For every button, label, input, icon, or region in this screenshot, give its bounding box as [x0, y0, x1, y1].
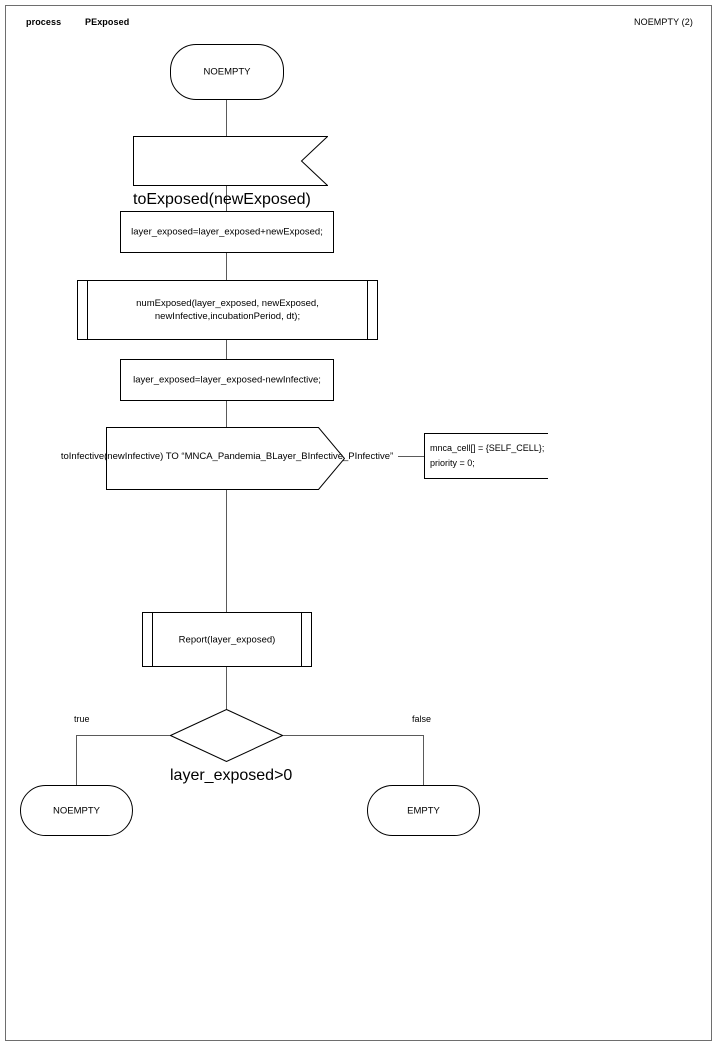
subroutine-num-exposed[interactable]: numExposed(layer_exposed, newExposed, ne…: [77, 280, 378, 340]
connector-decision-false-horizontal: [283, 735, 424, 736]
process-assign-add-label: layer_exposed=layer_exposed+newExposed;: [131, 226, 323, 238]
connector-send-to-annotation: [398, 456, 424, 457]
end-state-empty-label: EMPTY: [407, 805, 440, 816]
annotation-line-1: mnca_cell[] = {SELF_CELL};: [430, 443, 545, 453]
send-signal-toinfective[interactable]: [106, 427, 346, 490]
subroutine-report-label: Report(layer_exposed): [178, 634, 276, 645]
annotation-bracket-shape: [424, 433, 548, 479]
subroutine-bar-right: [367, 281, 368, 339]
send-signal-label: toInfective(newInfective) TO “MNCA_Pande…: [60, 451, 394, 462]
annotation-line-2: priority = 0;: [430, 458, 475, 468]
end-state-noempty-label: NOEMPTY: [53, 805, 100, 816]
subroutine-num-exposed-label: numExposed(layer_exposed, newExposed, ne…: [136, 298, 319, 322]
receive-signal-shape: [133, 136, 329, 186]
header-state-name: NOEMPTY (2): [634, 17, 693, 27]
decision-layer-exposed[interactable]: layer_exposed>0: [169, 708, 292, 784]
connector-start-to-receive: [226, 100, 227, 136]
branch-label-true: true: [74, 714, 90, 724]
subroutine-report-bar-right: [301, 613, 302, 666]
process-assign-add[interactable]: layer_exposed=layer_exposed+newExposed;: [120, 211, 334, 253]
receive-signal-label: toExposed(newExposed): [133, 191, 311, 208]
connector-receive-to-assign-add: [226, 186, 227, 211]
annotation-bracket: [424, 433, 548, 479]
connector-assign-add-to-call: [226, 253, 227, 280]
connector-send-to-report: [226, 490, 227, 612]
connector-decision-false-vertical: [423, 735, 424, 785]
process-assign-subtract-label: layer_exposed=layer_exposed-newInfective…: [133, 374, 321, 386]
subroutine-report[interactable]: Report(layer_exposed): [142, 612, 312, 667]
end-state-noempty[interactable]: NOEMPTY: [20, 785, 133, 836]
start-state-label: NOEMPTY: [203, 66, 251, 78]
subroutine-report-bar-left: [152, 613, 153, 666]
connector-report-to-decision: [226, 667, 227, 710]
subroutine-bar-left: [87, 281, 88, 339]
header-process-name: PExposed: [85, 17, 130, 27]
connector-call-to-assign-sub: [226, 340, 227, 359]
connector-assign-sub-to-send: [226, 401, 227, 427]
decision-label: layer_exposed>0: [170, 767, 293, 784]
send-signal-shape: [106, 427, 346, 490]
connector-decision-true-vertical: [76, 735, 77, 785]
branch-label-false: false: [412, 714, 432, 724]
decision-shape: [169, 708, 284, 763]
receive-signal-toexposed[interactable]: toExposed(newExposed): [133, 136, 329, 208]
process-assign-subtract[interactable]: layer_exposed=layer_exposed-newInfective…: [120, 359, 334, 401]
page-frame: [5, 5, 712, 1041]
connector-decision-true-horizontal: [76, 735, 171, 736]
header-process-keyword: process: [26, 17, 62, 27]
end-state-empty[interactable]: EMPTY: [367, 785, 480, 836]
start-state-noempty[interactable]: NOEMPTY: [170, 44, 284, 100]
